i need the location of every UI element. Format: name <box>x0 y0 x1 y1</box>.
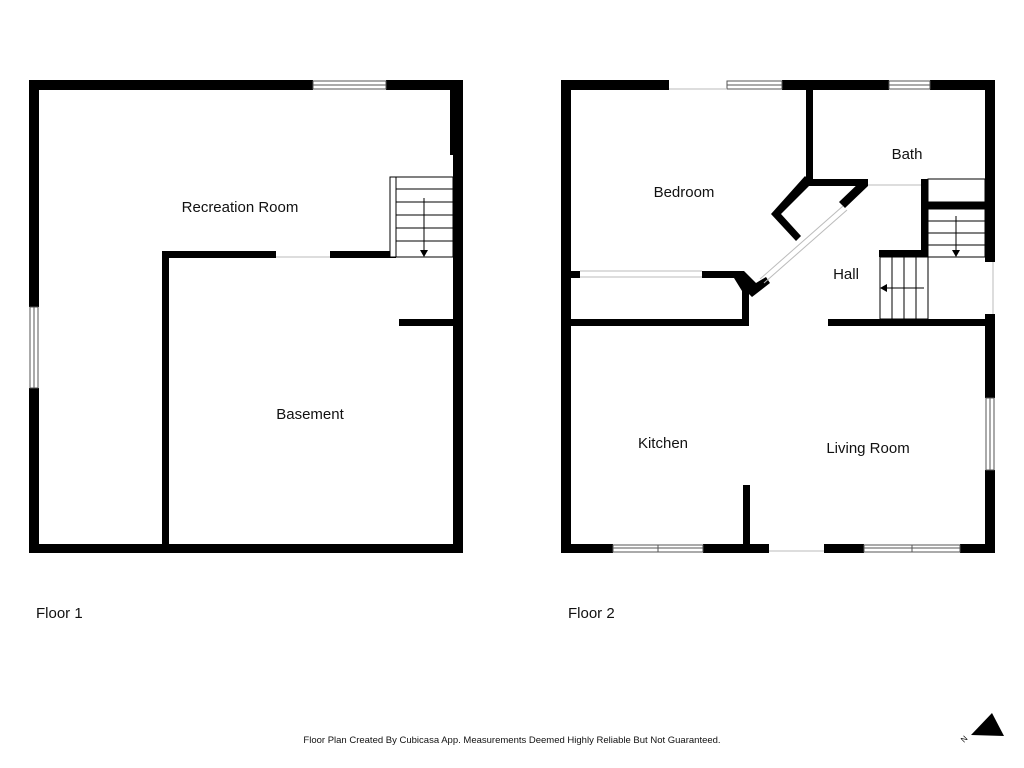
floor-1-interior-wall-d <box>399 319 455 326</box>
window-icon <box>726 80 783 90</box>
room-label-recreation-room: Recreation Room <box>182 199 299 216</box>
window-icon <box>888 80 931 90</box>
room-label-living-room: Living Room <box>826 440 909 457</box>
floor-2-wall-top-c <box>930 80 995 90</box>
footer-disclaimer: Floor Plan Created By Cubicasa App. Meas… <box>303 735 721 746</box>
floor-2-wall-top-b <box>782 80 889 90</box>
floor-2-wall-top-a <box>561 80 669 90</box>
floor-1-plan <box>29 80 463 553</box>
floor-1-wall-left-lower <box>29 388 39 553</box>
floor-1-wall-bottom <box>29 544 463 553</box>
floor-2-openings <box>580 88 994 552</box>
floor-2-wall-bedroom-bath <box>806 80 813 182</box>
floor-2-wall-bottom-a <box>561 544 613 553</box>
window-icon <box>29 306 39 389</box>
floor-2-wall-angled-b <box>839 180 868 208</box>
floor-2-wall-angled-a <box>771 176 812 241</box>
floor-2-wall-bedroom-stub <box>571 271 580 278</box>
stairs-arrow-icon <box>952 216 960 257</box>
floor-2-wall-hall-stub <box>879 250 928 257</box>
floor-1-wall-right-upper <box>450 80 463 155</box>
room-label-basement: Basement <box>276 406 344 423</box>
room-label-kitchen: Kitchen <box>638 435 688 452</box>
stairs-icon <box>389 176 454 258</box>
window-icon <box>863 544 961 553</box>
floor-1-wall-left-upper <box>29 80 39 307</box>
floor-2-wall-living-top <box>828 319 995 326</box>
floor-2-label: Floor 2 <box>568 605 615 622</box>
window-icon <box>612 544 704 553</box>
stairs-arrow-icon <box>420 198 428 257</box>
north-arrow-icon: N <box>959 713 1004 744</box>
floor-2-wall-bedroom-bottom <box>702 271 738 278</box>
floor-2-plan <box>561 80 995 553</box>
floor-1-wall-right <box>453 155 463 553</box>
window-icon <box>312 80 387 90</box>
room-label-hall: Hall <box>833 266 859 283</box>
room-label-bedroom: Bedroom <box>654 184 715 201</box>
floor-2-wall-bottom-b <box>703 544 769 553</box>
floor-2-wall-bath-bottom-a <box>806 179 868 186</box>
north-label: N <box>959 734 970 745</box>
floor-2-wall-bottom-c <box>824 544 864 553</box>
floor-1-label: Floor 1 <box>36 605 83 622</box>
floor-1-interior-wall-a <box>162 251 276 258</box>
room-label-bath: Bath <box>892 146 923 163</box>
floor-2-wall-bottom-d <box>960 544 995 553</box>
floor-2-wall-kitchen-top <box>561 319 749 326</box>
floor-2-wall-bath-stair <box>921 202 988 209</box>
floor-2-wall-right-mid <box>985 314 995 398</box>
stairs-arrow-icon <box>880 284 924 292</box>
floor-1-wall-top-right <box>386 80 463 90</box>
floor-1-wall-top-left <box>29 80 313 90</box>
floor-1-interior-wall-c <box>162 251 169 553</box>
floor-2-wall-bath-bottom-b <box>921 179 928 256</box>
floor-2-wall-kitchen-partition <box>743 485 750 551</box>
floor-2-wall-right-upper <box>985 80 995 262</box>
window-icon <box>985 397 995 471</box>
floor-2-wall-bedroom-corner <box>734 271 770 326</box>
floor-2-wall-left <box>561 80 571 553</box>
floor-1-interior-wall-b <box>330 251 396 258</box>
floor-2-wall-right-lower <box>985 470 995 553</box>
